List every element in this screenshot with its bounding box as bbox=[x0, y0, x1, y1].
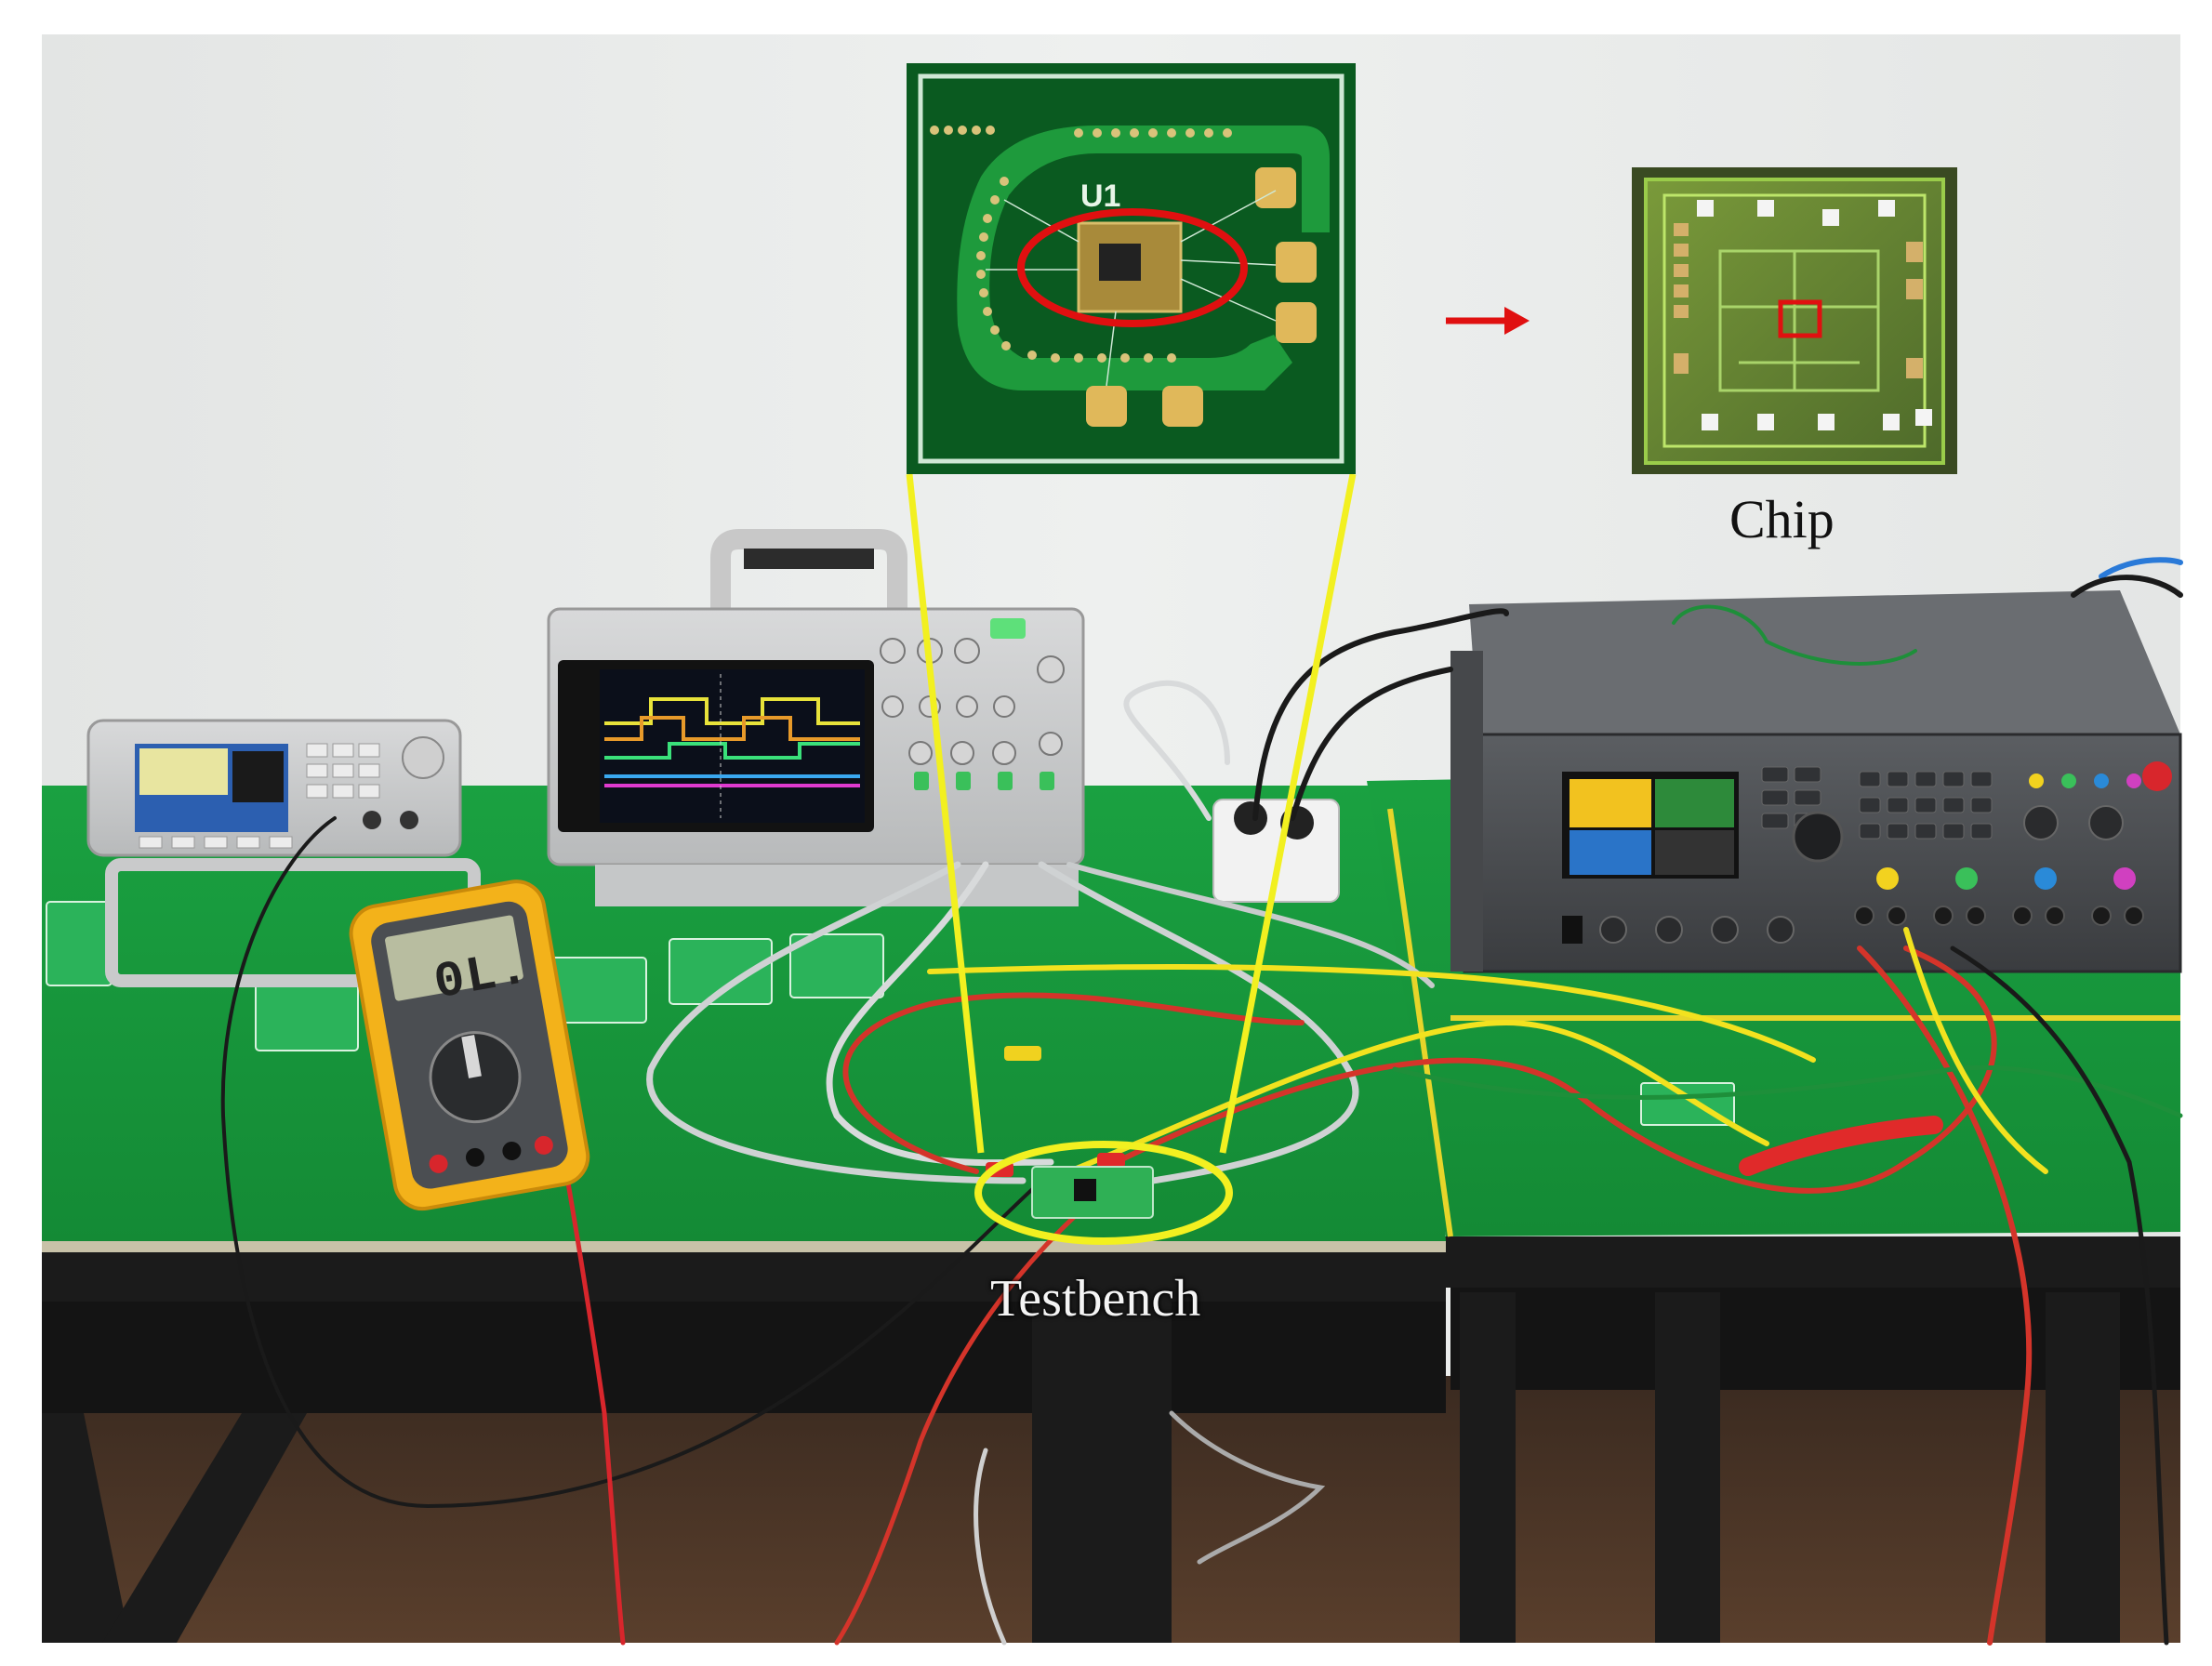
chip-caption: Chip bbox=[1729, 489, 1835, 549]
testbench-highlight-ring bbox=[974, 1141, 1233, 1245]
pcb-chip-marker-ring bbox=[1017, 208, 1248, 327]
testbench-board bbox=[1031, 1166, 1154, 1219]
multimeter-display bbox=[385, 915, 523, 1001]
pcb-designator-label: U1 bbox=[1080, 178, 1121, 214]
test-cables bbox=[220, 557, 2183, 1646]
function-generator bbox=[86, 719, 481, 987]
table-frame bbox=[42, 1236, 2180, 1643]
power-strip bbox=[1212, 799, 1340, 903]
chip-micrograph-inset bbox=[1632, 167, 1957, 474]
pcb-zoom-inset bbox=[907, 63, 1356, 474]
testbench-caption: Testbench bbox=[990, 1270, 1201, 1328]
multimeter bbox=[349, 879, 590, 1211]
oscilloscope bbox=[547, 529, 1085, 906]
chip-marker-square bbox=[1778, 299, 1822, 338]
zoom-callout-lines bbox=[906, 473, 1357, 1154]
scattered-pcb-boards bbox=[46, 901, 1735, 1126]
oscilloscope-screen bbox=[600, 669, 865, 823]
arrow-right-icon bbox=[1446, 307, 1530, 335]
power-supply-instrument bbox=[1450, 590, 2182, 973]
